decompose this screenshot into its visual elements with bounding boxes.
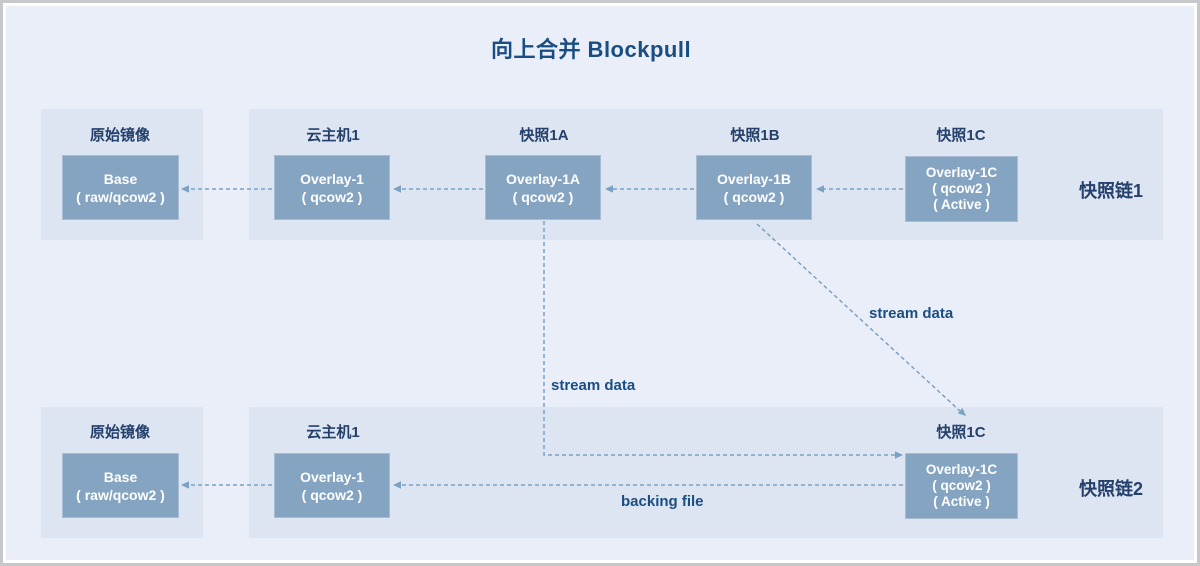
edge-label-backing-file: backing file (621, 493, 704, 510)
label-cloud-host-1: 云主机1 (306, 127, 360, 144)
node-overlay1c-name-1: Overlay-1C (925, 165, 998, 180)
node-base-chain1: Base ( raw/qcow2 ) (62, 155, 179, 220)
label-cloud-host-2: 云主机1 (306, 424, 360, 441)
node-overlay1a-format: ( qcow2 ) (512, 188, 574, 205)
node-overlay1-chain1: Overlay-1 ( qcow2 ) (274, 155, 390, 220)
node-base-name-2: Base (103, 468, 138, 485)
label-snapshot-chain1: 快照链1 (1078, 181, 1143, 201)
node-overlay1b-name: Overlay-1B (717, 170, 791, 187)
label-origin-image-1: 原始镜像 (89, 127, 150, 144)
node-overlay1c-active-1: ( Active ) (933, 197, 990, 212)
node-overlay1-chain2: Overlay-1 ( qcow2 ) (274, 453, 390, 518)
node-overlay1c-format-1: ( qcow2 ) (932, 181, 991, 196)
node-base-format-2: ( raw/qcow2 ) (76, 486, 165, 503)
node-base-format-1: ( raw/qcow2 ) (76, 188, 165, 205)
node-overlay1-name-2: Overlay-1 (300, 468, 364, 485)
label-snapshot-1c-2: 快照1C (936, 424, 986, 441)
node-overlay1c-chain1: Overlay-1C ( qcow2 ) ( Active ) (905, 156, 1018, 222)
node-base-chain2: Base ( raw/qcow2 ) (62, 453, 179, 518)
label-snapshot-1b: 快照1B (730, 127, 780, 144)
node-overlay1c-active-2: ( Active ) (933, 494, 990, 509)
label-snapshot-chain2: 快照链2 (1078, 479, 1143, 499)
diagram-title: 向上合并 Blockpull (490, 37, 692, 62)
label-origin-image-2: 原始镜像 (89, 424, 150, 441)
node-base-name-1: Base (103, 170, 138, 187)
node-overlay1a-name: Overlay-1A (506, 170, 580, 187)
node-overlay1-format-2: ( qcow2 ) (301, 486, 363, 503)
label-snapshot-1a: 快照1A (519, 127, 569, 144)
node-overlay1c-chain2: Overlay-1C ( qcow2 ) ( Active ) (905, 453, 1018, 519)
node-overlay1c-name-2: Overlay-1C (925, 462, 998, 477)
node-overlay1a: Overlay-1A ( qcow2 ) (485, 155, 601, 220)
node-overlay1c-format-2: ( qcow2 ) (932, 478, 991, 493)
node-overlay1b-format: ( qcow2 ) (723, 188, 785, 205)
edge-label-stream-data-diagonal: stream data (869, 305, 954, 322)
edge-label-stream-data-elbow: stream data (551, 377, 636, 394)
node-overlay1-format-1: ( qcow2 ) (301, 188, 363, 205)
label-snapshot-1c: 快照1C (936, 127, 986, 144)
node-overlay1-name-1: Overlay-1 (300, 170, 364, 187)
node-overlay1b: Overlay-1B ( qcow2 ) (696, 155, 812, 220)
